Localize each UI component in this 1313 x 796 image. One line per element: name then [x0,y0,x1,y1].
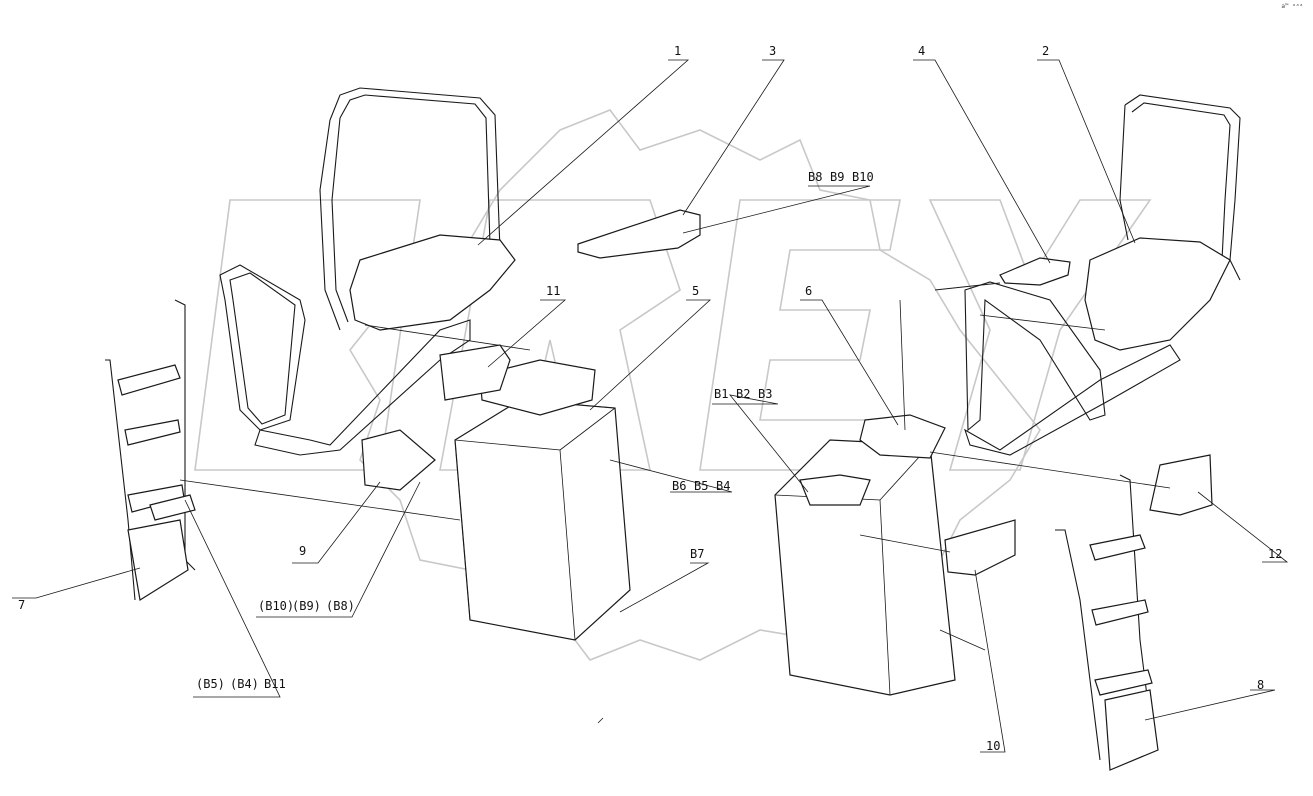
callout-9: 9 [299,544,306,558]
bracket-10 [944,519,1016,576]
seat-left [219,87,531,456]
fastener-b6: B6 [672,479,686,493]
corner-note: а™ ᵃᵃᵃ [1281,3,1303,10]
bracket-3 [577,209,701,259]
battery-box-right [774,414,956,696]
fastener-b9: B9 [830,170,844,184]
callout-10: 10 [986,739,1000,753]
bracket-12 [1149,454,1213,516]
fastener-b8-paren: (B8) [326,599,355,613]
bracket-9 [361,429,436,491]
callout-5: 5 [692,284,699,298]
fastener-b4-paren: (B4) [230,677,259,691]
callout-4: 4 [918,44,925,58]
fastener-labels: B8 B9 B10 B1 B2 B3 B6 B5 B4 B7 (B10) (B9… [196,170,874,691]
fastener-b3: B3 [758,387,772,401]
callout-2: 2 [1042,44,1049,58]
callout-labels: 1 2 3 4 5 6 7 8 9 10 11 12 [18,44,1282,753]
callout-8: 8 [1257,678,1264,692]
callout-1: 1 [674,44,681,58]
seat-right [964,94,1241,456]
callout-11: 11 [546,284,560,298]
fastener-b5: B5 [694,479,708,493]
callout-12: 12 [1268,547,1282,561]
ladder-left [105,299,196,601]
fastener-b11: B11 [264,677,286,691]
fastener-b10: B10 [852,170,874,184]
fastener-b10-paren: (B10) [258,599,294,613]
fastener-b4: B4 [716,479,730,493]
callout-3: 3 [769,44,776,58]
leader-lines [12,59,1289,753]
fastener-b5-paren: (B5) [196,677,225,691]
battery-box-left [439,344,631,641]
connection-lines [179,299,1171,724]
fastener-b1: B1 [714,387,728,401]
bracket-4 [934,257,1071,291]
watermark-logo [194,109,1152,661]
ladder-right [1055,474,1159,771]
fastener-b9-paren: (B9) [292,599,321,613]
fastener-b2: B2 [736,387,750,401]
fastener-b7: B7 [690,547,704,561]
callout-7: 7 [18,598,25,612]
fastener-b8: B8 [808,170,822,184]
callout-6: 6 [805,284,812,298]
